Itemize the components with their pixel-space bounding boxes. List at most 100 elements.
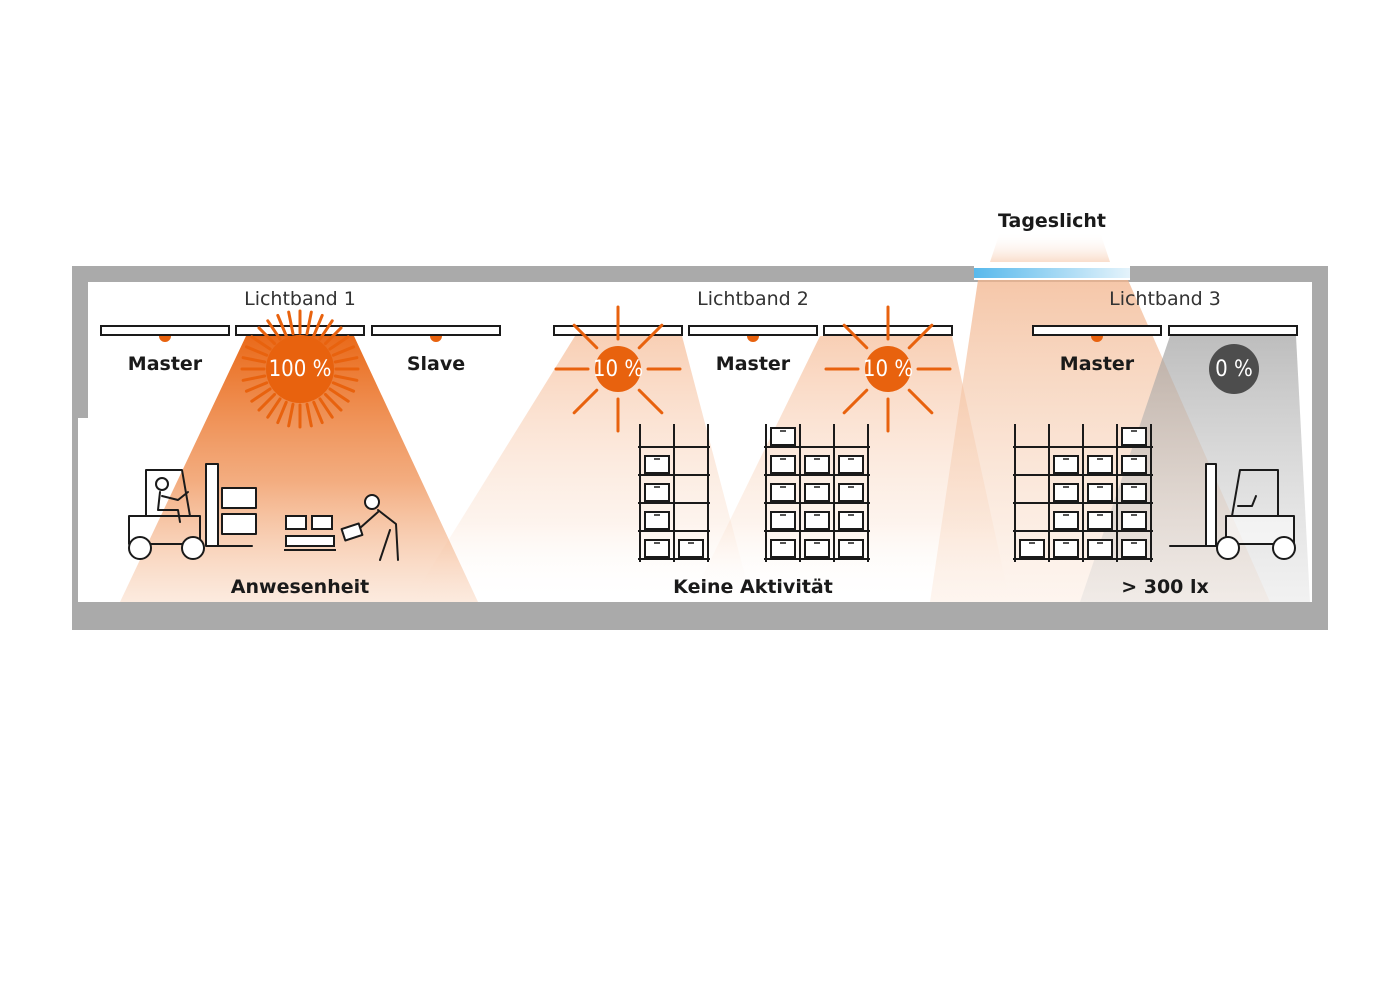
- sun-ray: [287, 310, 295, 336]
- sun-ray: [305, 402, 313, 428]
- sun-ray: [333, 356, 359, 364]
- sun-ray: [318, 397, 334, 419]
- box: [1019, 539, 1045, 558]
- box: [838, 511, 864, 530]
- role-master: Master: [1059, 353, 1135, 375]
- sun-ray: [305, 310, 313, 336]
- forklift-icon: [128, 463, 257, 560]
- box: [804, 539, 830, 558]
- box: [838, 483, 864, 502]
- level-10-right: 10 %: [862, 357, 914, 382]
- shelf-icon: [1013, 424, 1153, 562]
- box: [644, 483, 670, 502]
- sun-ray: [257, 392, 277, 412]
- luminaire: [1032, 325, 1162, 336]
- box: [770, 455, 796, 474]
- band-2-label: Lichtband 2: [697, 288, 809, 310]
- sun-core: [865, 346, 911, 392]
- zone-1-label: Anwesenheit: [230, 576, 370, 598]
- off-indicator-icon: [1209, 344, 1259, 394]
- sun-ray: [257, 326, 277, 346]
- role-master: Master: [127, 353, 203, 375]
- sun-ray: [907, 323, 934, 350]
- sun-ray: [907, 388, 934, 415]
- sun-ray: [331, 345, 356, 357]
- box: [1121, 539, 1147, 558]
- box: [1121, 483, 1147, 502]
- shelves: [638, 424, 1153, 562]
- sun-icon-10-left: [554, 305, 682, 433]
- pallet-icon: [284, 515, 336, 551]
- sun-ray: [250, 387, 272, 403]
- sun-ray: [250, 335, 272, 351]
- box: [838, 539, 864, 558]
- daylight-label: Tageslicht: [997, 210, 1107, 232]
- sun-ray: [266, 319, 282, 341]
- box: [804, 483, 830, 502]
- sun-ray: [842, 388, 869, 415]
- sun-ray: [323, 392, 343, 412]
- level-0: 0 %: [1215, 357, 1253, 382]
- sun-ray: [241, 356, 267, 364]
- sun-icon-100: [240, 309, 360, 429]
- box: [678, 539, 704, 558]
- box: [838, 455, 864, 474]
- skylight: [974, 268, 1130, 278]
- box: [1053, 539, 1079, 558]
- sun-icon-10-right: [824, 305, 952, 433]
- sun-ray: [276, 400, 288, 425]
- box: [1087, 455, 1113, 474]
- box: [804, 511, 830, 530]
- beam-band2-left: [410, 336, 752, 602]
- box: [770, 511, 796, 530]
- luminaire: [371, 325, 501, 336]
- luminaire: [1168, 325, 1298, 336]
- box: [644, 511, 670, 530]
- level-10-left: 10 %: [592, 357, 644, 382]
- building-walls: [72, 264, 1328, 630]
- box: [644, 539, 670, 558]
- box: [1121, 455, 1147, 474]
- sun-ray: [244, 381, 269, 393]
- box: [770, 483, 796, 502]
- luminaires: [100, 325, 1298, 336]
- forklift-icon: [1169, 463, 1296, 560]
- sun-ray: [637, 388, 664, 415]
- box: [1087, 511, 1113, 530]
- sun-core: [595, 346, 641, 392]
- sensor-icon: [1091, 336, 1103, 342]
- shelf-icon: [764, 424, 870, 562]
- luminaire: [100, 325, 230, 336]
- sun-ray: [328, 335, 350, 351]
- box: [1053, 455, 1079, 474]
- sun-ray: [318, 319, 334, 341]
- sun-ray: [842, 323, 869, 350]
- luminaire: [688, 325, 818, 336]
- band-1-label: Lichtband 1: [244, 288, 356, 310]
- sun-ray: [331, 381, 356, 393]
- box: [644, 455, 670, 474]
- sun-ray: [287, 402, 295, 428]
- box: [1087, 539, 1113, 558]
- sun-ray: [244, 345, 269, 357]
- sun-ray: [572, 388, 599, 415]
- zone-3-label: > 300 lx: [1121, 576, 1209, 598]
- zone-2-label: Keine Aktivität: [673, 576, 833, 598]
- sun-ray: [312, 400, 324, 425]
- sun-ray: [328, 387, 350, 403]
- sun-ray: [323, 326, 343, 346]
- box: [770, 539, 796, 558]
- sun-ray: [312, 313, 324, 338]
- sensor-dots: [159, 336, 1103, 342]
- sensor-icon: [430, 336, 442, 342]
- sun-ray: [572, 323, 599, 350]
- sun-ray: [241, 374, 267, 382]
- role-slave: Slave: [406, 353, 466, 375]
- sun-ray: [276, 313, 288, 338]
- box: [1121, 427, 1147, 446]
- level-100: 100 %: [268, 357, 332, 382]
- sensor-icon: [159, 336, 171, 342]
- sun-ray: [333, 374, 359, 382]
- shelf-icon: [638, 424, 710, 562]
